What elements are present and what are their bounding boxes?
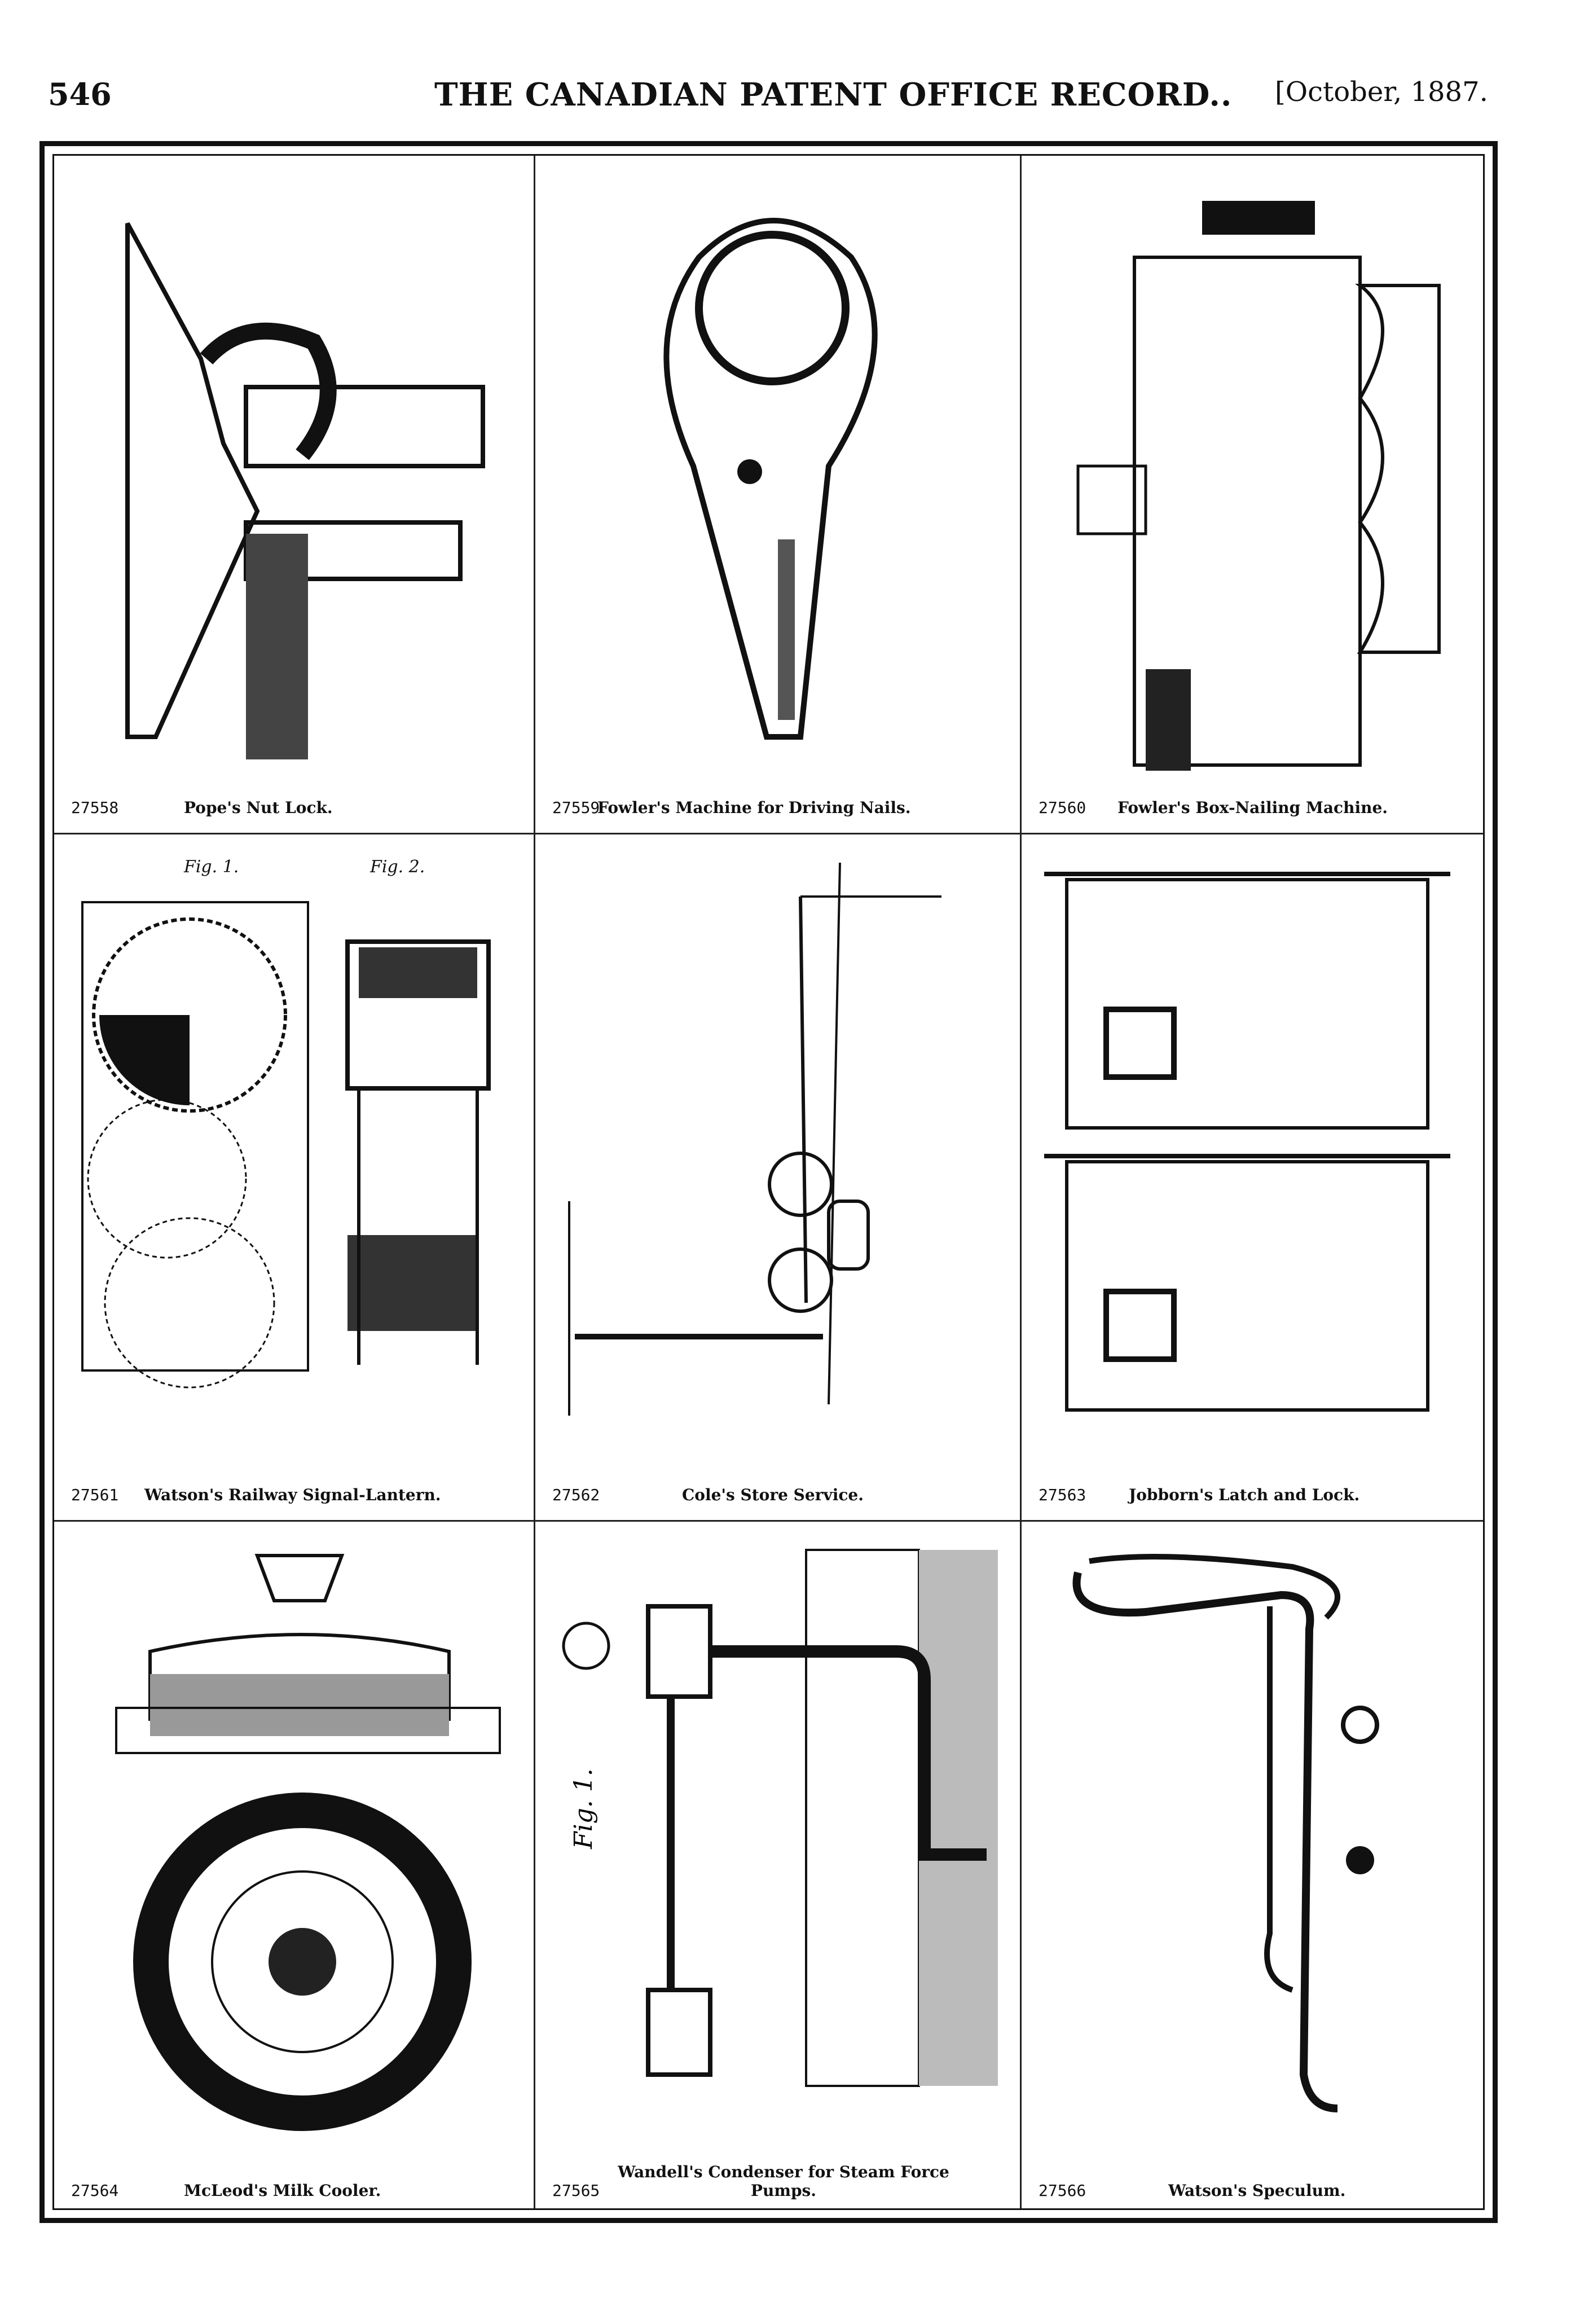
row-divider [54, 1520, 1483, 1522]
speculum-drawing [1072, 1554, 1379, 2112]
patent-number: 27563 [1039, 1486, 1086, 1504]
row-divider [54, 833, 1483, 834]
nail-driving-machine-drawing [663, 218, 878, 740]
patent-cell-27562: 27562 Cole's Store Service. [535, 834, 1020, 1520]
patent-number: 27558 [71, 798, 119, 817]
patent-name: Fowler's Machine for Driving Nails. [597, 798, 911, 817]
patent-name: Jobborn's Latch and Lock. [1129, 1486, 1360, 1504]
nut-lock-drawing [125, 222, 485, 759]
patent-number: 27562 [552, 1486, 600, 1504]
figure-label: Fig. 1. [184, 857, 239, 877]
figure-label: Fig. 1. [569, 1768, 598, 1849]
latch-and-lock-drawing [1044, 872, 1450, 1412]
patent-number: 27561 [71, 1486, 119, 1504]
column-divider [1020, 156, 1022, 2208]
patent-name: Pope's Nut Lock. [184, 798, 333, 817]
patent-cell-27565: Fig. 1. 27565 Wandell's Condenser for Ste… [535, 1522, 1020, 2216]
figure-label: Fig. 2. [370, 857, 425, 877]
column-divider [534, 156, 535, 2208]
store-service-drawing [568, 862, 941, 1416]
box-nailing-machine-drawing [1076, 201, 1441, 771]
patent-number: 27564 [71, 2181, 119, 2200]
patent-number: 27560 [1039, 798, 1086, 817]
patent-cell-27561: Fig. 1. Fig. 2. 27561 Watson's Railway Si… [54, 834, 534, 1520]
signal-lantern-drawing [81, 901, 491, 1389]
patent-name: McLeod's Milk Cooler. [184, 2181, 381, 2200]
patent-cell-27560: 27560 Fowler's Box-Nailing Machine. [1022, 156, 1501, 833]
milk-cooler-drawing [115, 1554, 501, 2131]
page-number: 546 [48, 76, 112, 112]
patent-number: 27565 [552, 2181, 600, 2200]
patent-cell-27566: 27566 Watson's Speculum. [1022, 1522, 1501, 2216]
page-title: THE CANADIAN PATENT OFFICE RECORD.. [434, 76, 1233, 113]
patent-name: Cole's Store Service. [682, 1486, 864, 1504]
issue-date: [October, 1887. [1275, 76, 1488, 108]
patent-cell-27564: 27564 McLeod's Milk Cooler. [54, 1522, 534, 2216]
condenser-drawing: Fig. 1. [562, 1549, 998, 2087]
patent-name: Watson's Railway Signal-Lantern. [144, 1486, 441, 1504]
patent-name: Wandell's Condenser for Steam Force Pump… [618, 2163, 949, 2200]
patent-name: Fowler's Box-Nailing Machine. [1117, 798, 1388, 817]
patent-number: 27559 [552, 798, 600, 817]
patent-number: 27566 [1039, 2181, 1086, 2200]
patent-cell-27558: 27558 Pope's Nut Lock. [54, 156, 534, 833]
patent-cell-27563: 27563 Jobborn's Latch and Lock. [1022, 834, 1501, 1520]
patent-name: Watson's Speculum. [1168, 2181, 1346, 2200]
